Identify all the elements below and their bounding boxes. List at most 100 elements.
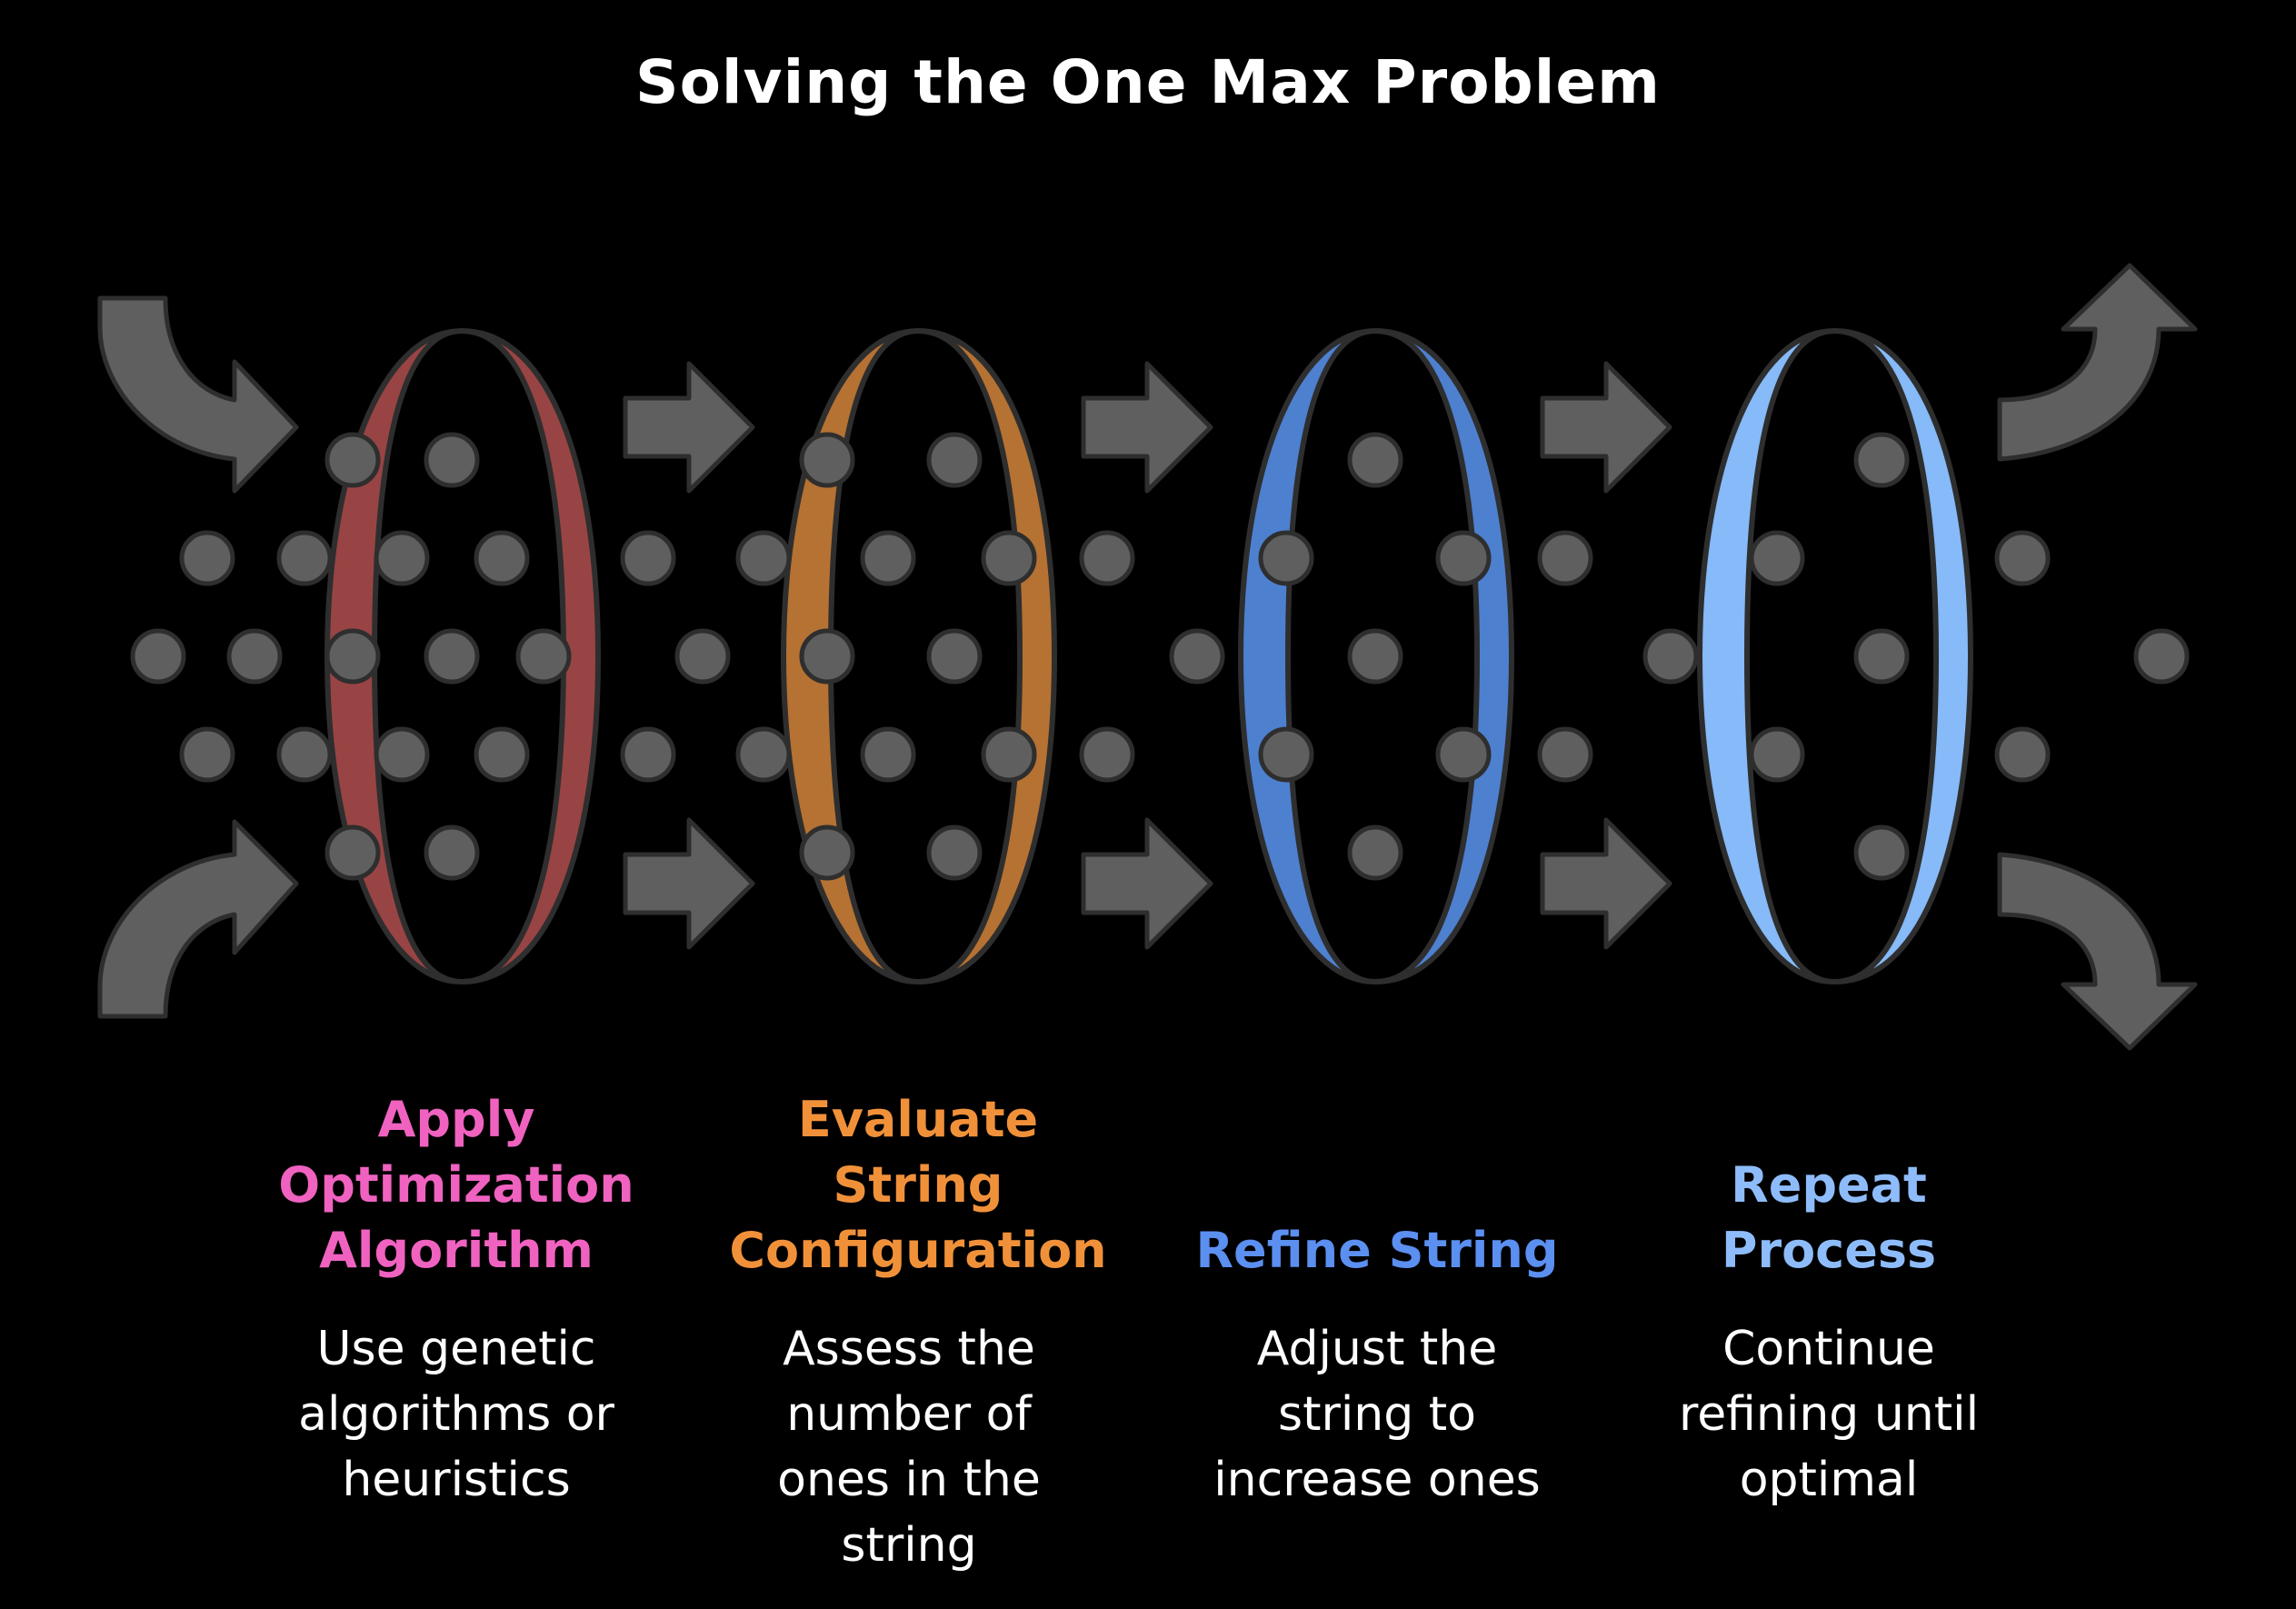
bit-dot (1853, 432, 1910, 488)
bit-dot (620, 726, 676, 783)
bit-dot (1079, 530, 1135, 586)
page-title: Solving the One Max Problem (635, 47, 1661, 117)
bit-dot (179, 726, 235, 783)
bit-dot (324, 824, 381, 881)
step-desc-line: string to (1277, 1387, 1476, 1442)
bit-dot (674, 628, 731, 685)
bit-dot (424, 432, 480, 488)
curved-arrow-out-top-icon (1997, 263, 2198, 462)
step-desc-line: Assess the (783, 1322, 1035, 1376)
ring-repeat-process (1697, 328, 1973, 984)
bit-dot (860, 726, 916, 783)
bit-dot (324, 628, 381, 685)
bit-dot (926, 824, 983, 881)
step-desc-evaluate-string: Assess the number of ones in the string (691, 1316, 1127, 1578)
step-title-line: Refine String (1195, 1222, 1559, 1279)
bit-dot (276, 530, 333, 586)
right-arrow-icon (623, 361, 755, 494)
step-desc-line: number of (786, 1387, 1032, 1442)
bit-dot (374, 726, 430, 783)
bit-dot (226, 628, 283, 685)
bit-dot (2133, 628, 2190, 685)
step-desc-line: heuristics (342, 1453, 571, 1507)
ring-refine-string (1238, 328, 1514, 984)
curved-arrow-in-bottom-icon (97, 819, 299, 1019)
bit-dot (1435, 726, 1492, 783)
bit-dot (1258, 530, 1314, 586)
step-title-line: Evaluate (797, 1091, 1039, 1148)
step-desc-line: Adjust the (1256, 1322, 1498, 1376)
bit-dot (276, 726, 333, 783)
step-title-line: Repeat (1731, 1156, 1927, 1214)
bit-dot (474, 530, 530, 586)
bit-dot (1347, 628, 1403, 685)
bit-dot (799, 628, 855, 685)
bit-dot (1347, 432, 1403, 488)
bit-dot (1435, 530, 1492, 586)
bit-dot (515, 628, 572, 685)
right-arrow-icon (1081, 817, 1213, 950)
bit-dot (474, 726, 530, 783)
bit-dot (1079, 726, 1135, 783)
ring-evaluate-string (781, 328, 1057, 984)
step-desc-refine-string: Adjust the string to increase ones (1159, 1316, 1595, 1513)
step-title-line: Process (1721, 1222, 1937, 1279)
step-desc-apply-optimization: Use genetic algorithms or heuristics (238, 1316, 674, 1513)
bit-dot (981, 530, 1037, 586)
dots-layer (130, 432, 2190, 881)
bit-dot (1853, 824, 1910, 881)
step-title-line: Configuration (729, 1222, 1107, 1279)
bit-dot (799, 432, 855, 488)
bit-dot (1258, 726, 1314, 783)
bit-dot (130, 628, 186, 685)
bit-dot (1749, 726, 1805, 783)
curved-arrow-in-top-icon (97, 295, 299, 494)
bit-dot (735, 726, 792, 783)
step-desc-repeat-process: Continue refining until optimal (1611, 1316, 2047, 1513)
step-desc-line: increase ones (1213, 1453, 1541, 1507)
step-title-line: Apply (377, 1091, 535, 1148)
bit-dot (860, 530, 916, 586)
bit-dot (981, 726, 1037, 783)
right-arrow-icon (1540, 361, 1672, 494)
bit-dot (324, 432, 381, 488)
curved-arrow-out-bottom-icon (1997, 852, 2198, 1051)
step-title-evaluate-string: Evaluate String Configuration (691, 1087, 1145, 1284)
step-desc-line: refining until (1678, 1387, 1980, 1442)
bit-dot (1537, 530, 1593, 586)
step-desc-line: Use genetic (316, 1322, 596, 1376)
bit-dot (1347, 824, 1403, 881)
bit-dot (735, 530, 792, 586)
arrows-layer (97, 263, 2198, 1051)
step-desc-line: algorithms or (298, 1387, 614, 1442)
step-title-line: String (833, 1156, 1003, 1214)
bit-dot (1994, 726, 2051, 783)
bit-dot (1853, 628, 1910, 685)
ring-apply-optimization (324, 328, 601, 984)
bit-dot (374, 530, 430, 586)
right-arrow-icon (1081, 361, 1213, 494)
right-arrow-icon (623, 817, 755, 950)
bit-dot (1749, 530, 1805, 586)
bit-dot (1642, 628, 1699, 685)
step-title-line: Optimization (278, 1156, 634, 1214)
step-desc-line: Continue (1722, 1322, 1935, 1376)
bit-dot (424, 824, 480, 881)
step-desc-line: string (841, 1518, 977, 1573)
rings-layer (324, 328, 1973, 984)
bit-dot (179, 530, 235, 586)
step-desc-line: optimal (1739, 1453, 1919, 1507)
bit-dot (1994, 530, 2051, 586)
bit-dot (799, 824, 855, 881)
step-title-repeat-process: Repeat Process (1602, 1153, 2056, 1284)
bit-dot (1537, 726, 1593, 783)
bit-dot (1169, 628, 1225, 685)
step-title-apply-optimization: Apply Optimization Algorithm (229, 1087, 684, 1284)
step-desc-line: ones in the (777, 1453, 1041, 1507)
bit-dot (620, 530, 676, 586)
bit-dot (926, 628, 983, 685)
right-arrow-icon (1540, 817, 1672, 950)
bit-dot (424, 628, 480, 685)
